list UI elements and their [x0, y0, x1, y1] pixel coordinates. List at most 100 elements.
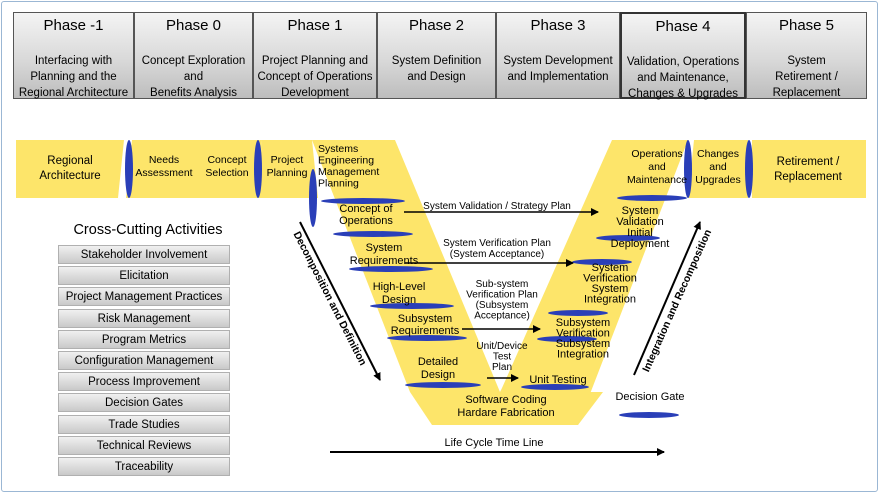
- label-decision-gate-line: Decision Gate: [615, 391, 684, 403]
- cross-cutting-item: Program Metrics: [58, 329, 230, 349]
- band-needs-concept: [126, 140, 262, 198]
- decision-gate-ellipse: [617, 195, 687, 201]
- phase-description: Validation, Operations and Maintenance, …: [626, 56, 740, 100]
- label-system-verification-line: Verification: [583, 273, 637, 285]
- cross-cutting-item: Traceability: [58, 457, 230, 476]
- label-system-verification-line: System: [592, 262, 629, 274]
- label-subsystem-plan-line: (Subsystem: [476, 300, 529, 311]
- band-changes: [688, 140, 748, 198]
- label-unit-testing-line: Unit Testing: [529, 374, 586, 386]
- cross-cutting-item: Trade Studies: [58, 414, 230, 434]
- label-operations-maintenance-line: Operations: [631, 148, 682, 160]
- label-system-verification-line: Integration: [584, 294, 636, 306]
- decision-gate-ellipse: [405, 382, 481, 388]
- cross-cutting-item: Project Management Practices: [58, 287, 230, 307]
- phase-title: Phase 3: [530, 17, 586, 34]
- cross-cutting-item: Process Improvement: [58, 372, 230, 392]
- decision-gate-ellipse: [309, 169, 317, 227]
- label-high-level-design-line: Design: [382, 294, 416, 306]
- phase-description: System Retirement / Replacement: [772, 55, 841, 99]
- label-subsystem-plan-line: Acceptance): [474, 311, 530, 322]
- phase-description: System Definition and Design: [391, 55, 482, 83]
- label-operations-maintenance-line: Maintenance: [627, 174, 687, 186]
- band-retirement: [752, 140, 866, 198]
- phase-title: Phase 4: [655, 18, 711, 35]
- phase-title: Phase 0: [165, 17, 222, 34]
- label-project-planning-line: Planning: [267, 167, 308, 179]
- label-validation-plan-line: System Validation / Strategy Plan: [423, 201, 571, 212]
- label-decision-gate: Decision Gate: [615, 391, 684, 403]
- label-software-coding-line: Software Coding: [465, 394, 546, 406]
- decision-gate-ellipse: [333, 231, 413, 237]
- label-concept-selection-line: Concept: [207, 154, 246, 166]
- phase-box-5: Phase 4 Validation, Operations and Mainte…: [620, 12, 746, 100]
- cross-cutting-title: Cross-Cutting Activities: [73, 222, 223, 238]
- arrow-decomposition: [299, 221, 381, 381]
- decision-gate-ellipse: [125, 140, 133, 198]
- label-se-management-planning-line: Planning: [318, 178, 359, 190]
- label-system-validation-line: Deployment: [611, 238, 670, 250]
- label-subsystem-verification-line: Subsystem: [556, 317, 610, 329]
- cross-cutting-item: Decision Gates: [58, 393, 230, 413]
- decision-gate-ellipse: [387, 335, 467, 341]
- label-high-level-design-line: High-Level: [373, 281, 426, 293]
- label-system-validation-line: Validation: [616, 216, 664, 228]
- label-subsystem-plan-line: Verification Plan: [466, 290, 538, 301]
- label-validation-plan: System Validation / Strategy Plan: [423, 201, 571, 212]
- label-software-coding-line: Hardare Fabrication: [457, 407, 554, 419]
- label-retirement-replacement-line: Retirement /: [777, 156, 840, 168]
- label-system-verification-line: System: [592, 283, 629, 295]
- decision-gate-ellipse: [521, 384, 589, 390]
- label-life-cycle-timeline: Life Cycle Time Line: [444, 437, 543, 449]
- label-needs-assessment-line: Needs: [149, 154, 179, 166]
- phase-description: Project Planning and Concept of Operatio…: [257, 55, 373, 99]
- cross-cutting-item: Elicitation: [58, 266, 230, 286]
- label-subsystem-verification-line: Verification: [556, 328, 610, 340]
- label-unit-plan-line: Plan: [492, 362, 512, 373]
- decision-gate-ellipse: [254, 140, 262, 198]
- label-verification-plan-line: (System Acceptance): [450, 249, 544, 260]
- label-se-management-planning-line: Management: [318, 166, 379, 178]
- label-life-cycle-timeline-line: Life Cycle Time Line: [444, 437, 543, 449]
- label-detailed-design-line: Design: [421, 369, 455, 381]
- label-system-requirements-line: Requirements: [350, 255, 419, 267]
- label-retirement-replacement: Retirement /Replacement: [774, 156, 843, 183]
- label-subsystem-plan-line: Sub-system: [476, 279, 529, 290]
- band-regional: [16, 140, 124, 198]
- v-right-leg: [500, 140, 688, 425]
- phase-box-6: Phase 5 System Retirement / Replacement: [746, 12, 867, 99]
- cross-cutting-item: Technical Reviews: [58, 435, 230, 455]
- label-subsystem-requirements-line: Subsystem: [398, 313, 452, 325]
- decision-gates: [125, 140, 753, 418]
- cross-cutting-item: Configuration Management: [58, 351, 230, 370]
- decision-gate-ellipse: [596, 235, 660, 241]
- label-verification-plan: System Verification Plan(System Acceptan…: [443, 238, 551, 260]
- label-regional-architecture-line: Architecture: [39, 170, 100, 182]
- label-verification-plan-line: System Verification Plan: [443, 238, 551, 249]
- label-unit-plan-line: Test: [493, 352, 512, 363]
- label-se-management-planning-line: Systems: [318, 143, 358, 155]
- label-subsystem-verification-line: Integration: [557, 349, 609, 361]
- decision-gate-ellipse: [572, 259, 632, 265]
- decision-gate-ellipse: [745, 140, 753, 198]
- label-changes-upgrades-line: Upgrades: [695, 174, 741, 186]
- phase-title: Phase -1: [43, 17, 104, 34]
- phase-title: Phase 5: [778, 17, 835, 34]
- label-project-planning-line: Project: [271, 154, 304, 166]
- label-needs-assessment-line: Assessment: [135, 167, 192, 179]
